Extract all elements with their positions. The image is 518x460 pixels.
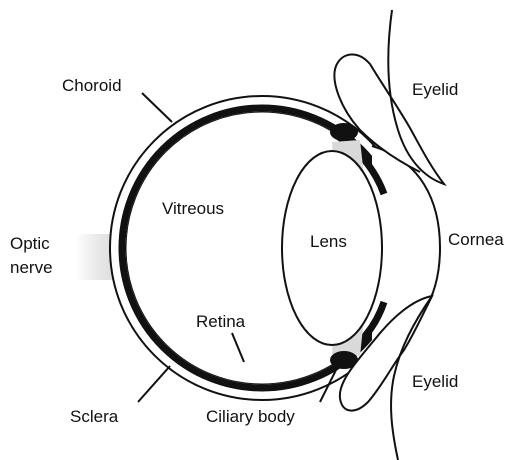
label-lens: Lens: [310, 231, 347, 253]
label-cornea: Cornea: [448, 229, 504, 251]
label-optic-nerve-line1: Optic: [10, 233, 50, 255]
choroid-leader: [142, 93, 172, 122]
label-retina: Retina: [196, 311, 245, 333]
sclera-leader: [138, 366, 170, 402]
label-optic-nerve-line2: nerve: [10, 257, 53, 279]
label-vitreous: Vitreous: [162, 198, 224, 220]
label-ciliary-body: Ciliary body: [206, 406, 295, 428]
label-eyelid-top: Eyelid: [412, 79, 458, 101]
label-sclera: Sclera: [70, 406, 118, 428]
label-choroid: Choroid: [62, 75, 122, 97]
ciliary-body-top: [330, 123, 358, 141]
label-eyelid-bottom: Eyelid: [412, 371, 458, 393]
